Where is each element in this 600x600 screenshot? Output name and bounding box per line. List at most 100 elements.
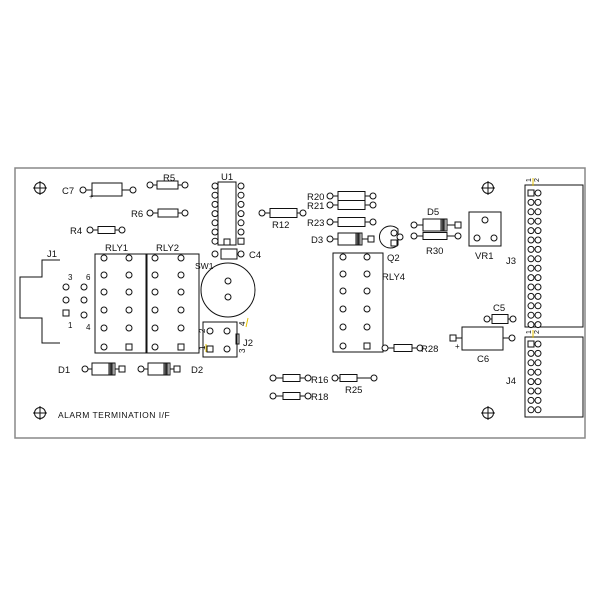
d3-body	[337, 232, 363, 246]
label-r12: R12	[272, 220, 289, 231]
rly2-pad	[177, 254, 185, 262]
q2-pad-square	[390, 239, 398, 247]
label-j3: J3	[506, 256, 516, 267]
j4-pad	[534, 406, 542, 414]
c7-body	[91, 182, 123, 197]
q2-pad	[396, 233, 404, 241]
u1-body	[217, 181, 237, 246]
r23-pad	[369, 218, 377, 226]
rly4-pad	[339, 305, 347, 313]
label-r30: R30	[426, 246, 443, 257]
u1-pad	[237, 182, 245, 190]
j2-pad	[223, 327, 231, 335]
board-outline	[14, 167, 586, 439]
rly4-pad-square	[363, 342, 371, 350]
r28-body	[393, 344, 413, 352]
label-j4: J4	[506, 376, 516, 387]
j3-pad	[534, 198, 542, 206]
rly1-pad	[100, 288, 108, 296]
j4-pad	[534, 359, 542, 367]
r21-pad	[326, 201, 334, 209]
j1-pad-square	[62, 309, 70, 317]
d2-pad-square	[173, 365, 181, 373]
d3-pad	[326, 235, 334, 243]
j1-pad	[62, 283, 70, 291]
r20-pad	[369, 192, 377, 200]
rly1-pad	[100, 324, 108, 332]
rly4-pad	[363, 253, 371, 261]
rly4-pad	[339, 323, 347, 331]
c4-body	[220, 248, 238, 260]
r21-body	[337, 200, 366, 210]
label-q2: Q2	[387, 253, 400, 264]
u1-pad	[211, 191, 219, 199]
rly1-pad	[100, 343, 108, 351]
r20-pad	[326, 192, 334, 200]
j3-pad	[534, 217, 542, 225]
label-r25: R25	[345, 385, 362, 396]
sw1-body	[200, 262, 256, 318]
r16-pad	[269, 374, 277, 382]
j4-pad	[527, 387, 535, 395]
d1-pad	[81, 365, 89, 373]
label-r28: R28	[421, 344, 438, 355]
j1-pad	[80, 296, 88, 304]
label-r4: R4	[70, 226, 82, 237]
rly1-pad	[125, 288, 133, 296]
u1-pad	[237, 200, 245, 208]
j4-pad	[534, 378, 542, 386]
j2-pin-1: 1	[198, 345, 207, 350]
j4-pad	[534, 368, 542, 376]
label-vr1: VR1	[475, 251, 493, 262]
r12-pad	[299, 209, 307, 217]
j2-pad-square	[206, 345, 214, 353]
j4-pad	[527, 406, 535, 414]
label-d1: D1	[58, 365, 70, 376]
j4-pin-2: 2	[534, 330, 541, 334]
rly1-pad	[125, 254, 133, 262]
j4-pad	[527, 368, 535, 376]
r5-body	[156, 180, 179, 190]
rly4-body	[332, 252, 384, 353]
c5-pad	[509, 315, 517, 323]
j3-pad	[534, 274, 542, 282]
rly2-pad-square	[177, 343, 185, 351]
j2-pin-4: 4	[238, 321, 247, 326]
vr1-body	[468, 211, 502, 247]
d2-pad	[137, 365, 145, 373]
r30-pad	[454, 232, 462, 240]
r5-pad	[181, 181, 189, 189]
j3-pad	[527, 236, 535, 244]
j3-pad	[527, 292, 535, 300]
label-j2: J2	[243, 338, 253, 349]
label-rly2: RLY2	[156, 243, 179, 254]
rly2-pad	[177, 288, 185, 296]
label-d2: D2	[191, 365, 203, 376]
j3-pad	[534, 208, 542, 216]
j1-pad	[80, 283, 88, 291]
u1-pad	[237, 219, 245, 227]
j3-pad	[534, 245, 542, 253]
r4-body	[97, 226, 116, 234]
j2-pad	[223, 345, 231, 353]
r6-pad	[181, 209, 189, 217]
rly4-pad	[339, 253, 347, 261]
u1-notch	[223, 238, 231, 246]
j3-body	[524, 184, 584, 328]
r25-pad	[370, 374, 378, 382]
c7-pad	[129, 186, 137, 194]
label-r16: R16	[311, 375, 328, 386]
rly2-pad	[177, 324, 185, 332]
board-title: ALARM TERMINATION I/F	[58, 410, 170, 420]
label-c6: C6	[477, 354, 489, 365]
r12-body	[269, 208, 298, 218]
j4-body	[524, 336, 584, 418]
label-r18: R18	[311, 392, 328, 403]
j4-pad	[527, 349, 535, 357]
vr1-pad	[473, 234, 481, 242]
j3-pad	[527, 274, 535, 282]
rly1-body	[94, 253, 147, 354]
j3-pad	[527, 283, 535, 291]
c4-pad	[211, 250, 219, 258]
